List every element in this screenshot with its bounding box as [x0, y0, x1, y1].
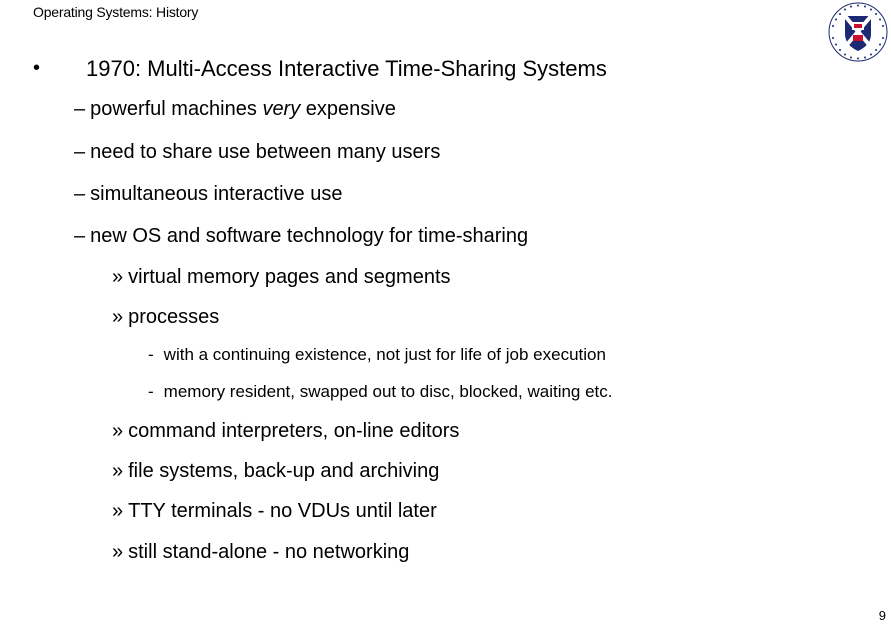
list-item: »virtual memory pages and segments	[112, 266, 451, 288]
list-item: »still stand-alone - no networking	[112, 541, 410, 563]
slide-bullet: •	[33, 57, 41, 79]
list-item: –powerful machines very expensive	[74, 98, 396, 120]
slide-header: Operating Systems: History	[33, 4, 199, 20]
dash-marker: –	[74, 225, 86, 247]
chevron-marker: »	[112, 541, 124, 563]
list-item: »processes	[112, 306, 220, 328]
hyphen-marker: -	[148, 345, 154, 364]
chevron-marker: »	[112, 306, 124, 328]
university-crest-icon	[828, 2, 888, 62]
chevron-marker: »	[112, 266, 124, 288]
dash-marker: –	[74, 183, 86, 205]
list-item: –need to share use between many users	[74, 141, 441, 163]
list-item: –new OS and software technology for time…	[74, 225, 529, 247]
list-item: -with a continuing existence, not just f…	[148, 345, 606, 364]
chevron-marker: »	[112, 420, 124, 442]
hyphen-marker: -	[148, 382, 154, 401]
chevron-marker: »	[112, 460, 124, 482]
list-item: »file systems, back-up and archiving	[112, 460, 440, 482]
emphasis-text: very	[262, 98, 301, 120]
list-item: »TTY terminals - no VDUs until later	[112, 500, 437, 522]
dash-marker: –	[74, 141, 86, 163]
dash-marker: –	[74, 98, 86, 120]
page-number: 9	[878, 608, 886, 623]
chevron-marker: »	[112, 500, 124, 522]
list-item: –simultaneous interactive use	[74, 183, 343, 205]
list-item: »command interpreters, on-line editors	[112, 420, 460, 442]
list-item: -memory resident, swapped out to disc, b…	[148, 382, 613, 401]
slide-heading: 1970: Multi-Access Interactive Time-Shar…	[86, 56, 607, 81]
